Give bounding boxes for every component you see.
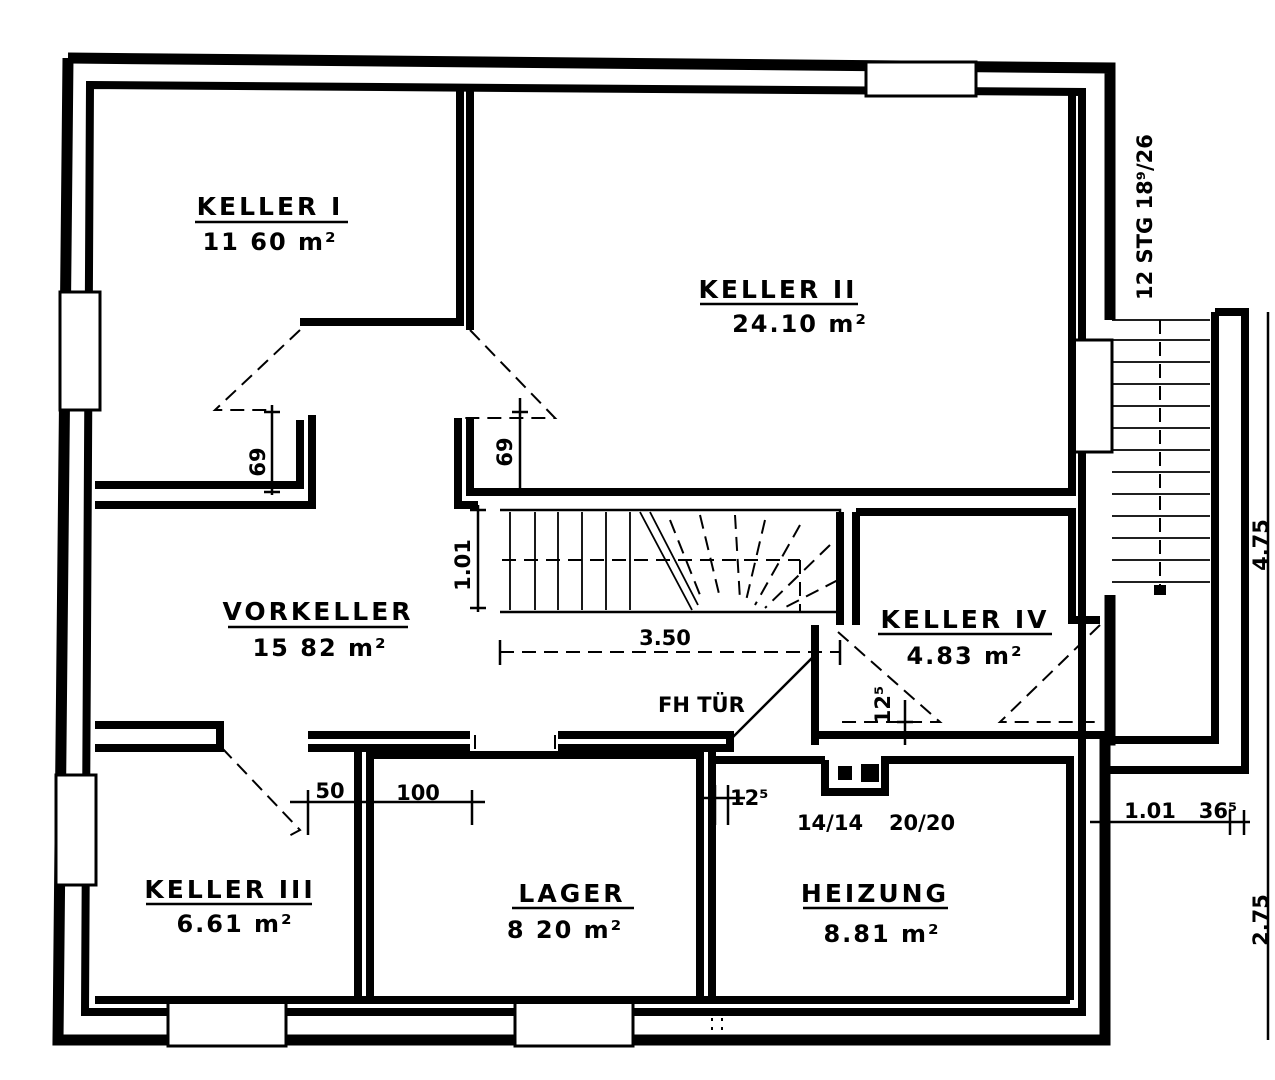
room-keller4: KELLER IV 4.83 m² [878,605,1052,670]
stair-note: 12 STG 18⁹/26 [1133,134,1157,300]
dim-36-5: 36⁵ [1199,799,1237,823]
dim-stair-width: 1.01 [451,539,475,591]
dimension-lines [264,312,1270,1040]
exterior-stair [1112,319,1210,595]
interior-walls [95,90,1105,1004]
room-vorkeller: VORKELLER 15 82 m² [222,597,413,662]
dim-edge-bottom: 2.75 [1249,894,1273,946]
room-name: LAGER [518,879,625,908]
room-area: 6.61 m² [176,910,293,938]
dim-50: 50 [315,779,344,803]
room-keller2: KELLER II 24.10 m² [699,275,868,338]
dim-door-right: 69 [493,437,517,466]
interior-stair [500,508,842,614]
room-name: KELLER I [197,192,344,221]
dim-chimney-large: 20/20 [889,811,955,835]
room-area: 11 60 m² [202,228,337,256]
room-area: 8.81 m² [823,920,940,948]
room-name: KELLER II [699,275,858,304]
room-lager: LAGER 8 20 m² [507,879,634,944]
windows [54,60,1114,1048]
room-area: 15 82 m² [252,634,387,662]
dim-12-5: 12⁵ [730,786,768,810]
room-area: 24.10 m² [732,310,868,338]
dim-100: 100 [396,781,440,805]
room-area: 8 20 m² [507,916,623,944]
dim-door-left: 69 [246,447,270,476]
door-swings [212,329,1101,1040]
room-name: VORKELLER [222,597,413,626]
room-name: HEIZUNG [801,879,949,908]
room-keller1: KELLER I 11 60 m² [195,192,348,256]
chimneys [838,764,879,782]
room-area: 4.83 m² [906,642,1023,670]
dim-edge-top: 4.75 [1249,519,1273,571]
room-name: KELLER III [144,875,315,904]
fh-door-label: FH TÜR [658,692,745,717]
dim-chimney-small: 14/14 [797,811,863,835]
dim-outer-stair-width: 1.01 [1124,799,1176,823]
room-name: KELLER IV [881,605,1050,634]
room-keller3: KELLER III 6.61 m² [144,875,315,938]
room-heizung: HEIZUNG 8.81 m² [801,879,949,948]
dim-12-5-b: 12⁵ [871,686,895,724]
dim-stair-length: 3.50 [639,626,691,650]
